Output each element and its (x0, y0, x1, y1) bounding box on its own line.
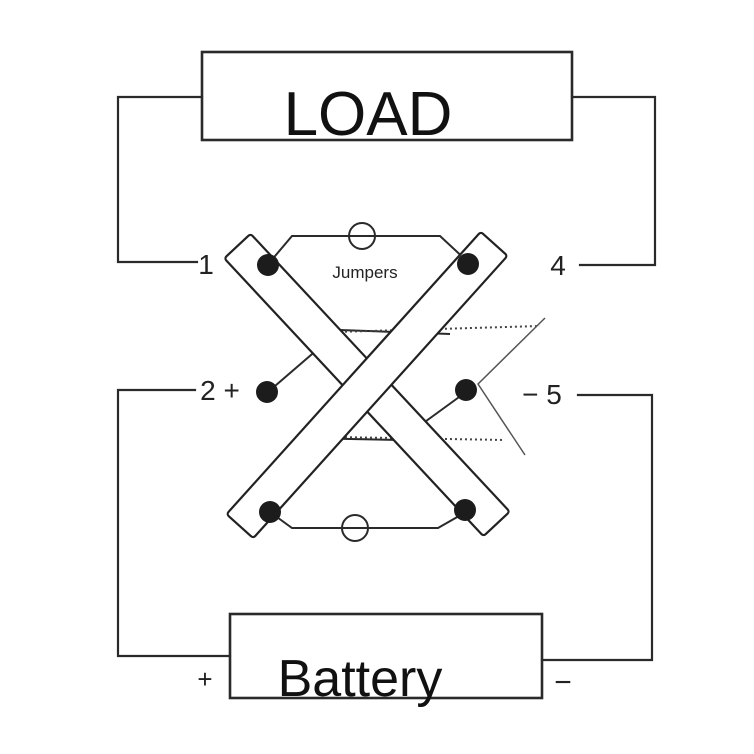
terminal-3 (259, 501, 281, 523)
terminal-1 (257, 254, 279, 276)
terminal-4-label: 4 (550, 250, 566, 281)
wire-terminal-2-to-battery (116, 388, 232, 658)
upper-dotted-line (334, 325, 541, 333)
top-jumper-coil (348, 222, 376, 250)
bottom-jumper-wire (269, 511, 467, 529)
battery-negative-sign: − (554, 666, 572, 699)
bar-ascending (226, 231, 508, 539)
switch-lever-line (477, 317, 546, 456)
terminal-2-label: 2 + (200, 375, 240, 406)
terminal-2 (256, 381, 278, 403)
load-box (200, 50, 574, 142)
terminal-6 (454, 499, 476, 521)
wire-load-to-terminal-4 (570, 95, 657, 267)
wire-terminal-5-to-battery (540, 393, 654, 662)
wire-load-to-terminal-1 (116, 95, 204, 264)
bottom-jumper-coil (341, 514, 369, 542)
terminal-5-label: − 5 (522, 379, 562, 410)
battery-label: Battery (278, 650, 443, 708)
terminal-4 (457, 253, 479, 275)
jumpers-label: Jumpers (332, 263, 397, 282)
battery-positive-sign: + (197, 664, 212, 694)
load-label: LOAD (284, 80, 453, 149)
battery-box (228, 612, 544, 700)
terminal-1-label: 1 (198, 249, 214, 280)
terminal-5 (455, 379, 477, 401)
top-jumper-wire (269, 235, 469, 263)
